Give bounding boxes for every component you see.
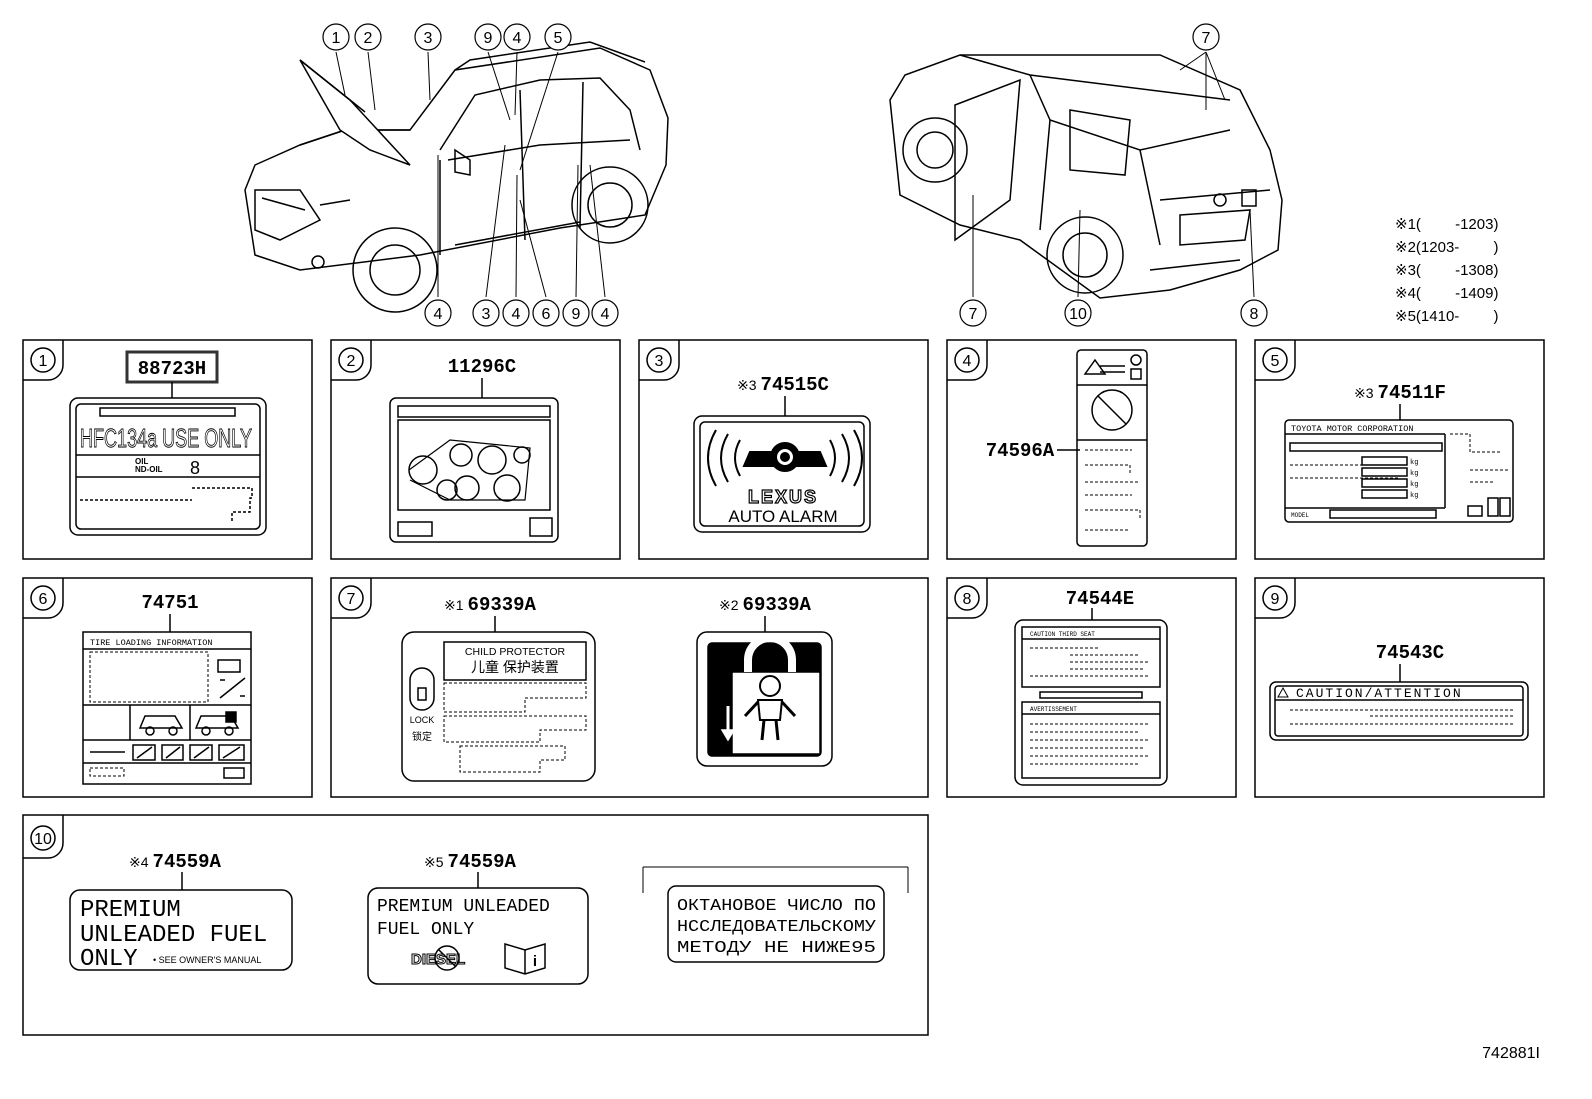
- svg-text:DIESEL: DIESEL: [411, 951, 465, 968]
- svg-text:CAUTION THIRD SEAT: CAUTION THIRD SEAT: [1030, 631, 1095, 638]
- svg-text:AUTO ALARM: AUTO ALARM: [728, 507, 837, 526]
- rear-vehicle-illustration: [889, 54, 1283, 299]
- part-code-74751: 74751: [141, 592, 198, 614]
- child-lock-icon: [707, 634, 822, 757]
- no-diesel-icon: DIESEL: [411, 945, 466, 971]
- svg-text:PREMIUM UNLEADED: PREMIUM UNLEADED: [377, 897, 550, 917]
- svg-text:8: 8: [963, 591, 972, 608]
- part-code-11296C: 11296C: [448, 356, 516, 378]
- svg-text:8: 8: [1250, 306, 1259, 323]
- svg-text:8: 8: [190, 458, 200, 478]
- svg-text:儿童 保护装置: 儿童 保护装置: [471, 659, 559, 675]
- svg-text:TOYOTA MOTOR CORPORATION: TOYOTA MOTOR CORPORATION: [1291, 424, 1413, 434]
- legend: ※1( -1203) ※2(1203- ) ※3( -1308) ※4( -14…: [1395, 216, 1498, 325]
- svg-text:CHILD PROTECTOR: CHILD PROTECTOR: [465, 646, 566, 658]
- panel-2: 2 11296C: [330, 339, 621, 560]
- svg-text:TIRE LOADING INFORMATION: TIRE LOADING INFORMATION: [90, 638, 212, 648]
- svg-text:НССЛЕДОВАТЕЛЬСКОМУ: НССЛЕДОВАТЕЛЬСКОМУ: [677, 918, 877, 937]
- svg-text:FUEL ONLY: FUEL ONLY: [377, 920, 474, 940]
- svg-text:※3( -1308): ※3( -1308): [1395, 262, 1498, 279]
- panel-4: 4 74596A: [946, 339, 1237, 560]
- svg-text:ОКТАНОВОЕ ЧИСЛО ПО: ОКТАНОВОЕ ЧИСЛО ПО: [677, 897, 876, 916]
- svg-text:9: 9: [1271, 591, 1280, 608]
- svg-text:CAUTION/ATTENTION: CAUTION/ATTENTION: [1296, 686, 1463, 701]
- svg-text:5: 5: [554, 30, 563, 47]
- svg-text:HFC134a USE ONLY: HFC134a USE ONLY: [80, 423, 252, 453]
- svg-text:AVERTISSEMENT: AVERTISSEMENT: [1030, 706, 1077, 713]
- front-vehicle-illustration: [244, 41, 669, 313]
- svg-text:kg: kg: [1410, 459, 1418, 467]
- part-code-88723H: 88723H: [138, 358, 206, 380]
- svg-text:• SEE OWNER'S MANUAL: • SEE OWNER'S MANUAL: [153, 955, 261, 965]
- svg-text:3: 3: [482, 306, 491, 323]
- svg-text:9: 9: [484, 30, 493, 47]
- part-code-74544E: 74544E: [1066, 588, 1134, 610]
- svg-text:10: 10: [34, 831, 52, 848]
- svg-text:锁定: 锁定: [412, 730, 432, 743]
- panel-6: 6 74751 TIRE LOADING INFORMATION: [22, 577, 313, 798]
- svg-text:PREMIUM: PREMIUM: [80, 897, 181, 924]
- svg-text:5: 5: [1271, 353, 1280, 370]
- diagram-id: 742881I: [1482, 1045, 1540, 1062]
- svg-text:2: 2: [364, 30, 373, 47]
- svg-text:3: 3: [655, 353, 664, 370]
- panel-1: 1 88723H HFC134a USE ONLY OIL ND-OIL 8: [22, 339, 313, 560]
- svg-text:4: 4: [601, 306, 610, 323]
- svg-text:※5(1410- ): ※5(1410- ): [1395, 308, 1498, 325]
- svg-text:3: 3: [424, 30, 433, 47]
- part-code-74596A: 74596A: [986, 440, 1055, 462]
- svg-text:※2(1203- ): ※2(1203- ): [1395, 239, 1498, 256]
- svg-text:7: 7: [969, 306, 978, 323]
- svg-text:LOCK: LOCK: [410, 715, 435, 725]
- panel-9: 9 74543C CAUTION/ATTENTION: [1254, 577, 1545, 798]
- svg-text:i: i: [533, 953, 537, 970]
- svg-text:ND-OIL: ND-OIL: [135, 465, 163, 474]
- svg-text:1: 1: [332, 30, 341, 47]
- svg-text:4: 4: [513, 30, 522, 47]
- svg-text:6: 6: [542, 306, 551, 323]
- svg-text:4: 4: [434, 306, 443, 323]
- callout-markers: 1 2 3 9 4 5 4 3 4 6 9 4 7 7 10 8: [322, 23, 1268, 327]
- svg-text:MODEL: MODEL: [1291, 512, 1309, 519]
- alarm-icon: [707, 429, 863, 487]
- svg-text:7: 7: [1202, 30, 1211, 47]
- manual-book-icon: i: [504, 942, 546, 975]
- svg-text:LEXUS: LEXUS: [748, 487, 818, 507]
- svg-text:7: 7: [347, 591, 356, 608]
- svg-text:UNLEADED FUEL: UNLEADED FUEL: [80, 922, 267, 949]
- vehicle-load-icon: [138, 711, 240, 736]
- prohibition-icon: [1091, 389, 1133, 431]
- svg-text:※4( -1409): ※4( -1409): [1395, 285, 1498, 302]
- svg-text:6: 6: [39, 591, 48, 608]
- svg-text:10: 10: [1069, 306, 1087, 323]
- svg-text:kg: kg: [1410, 481, 1418, 489]
- svg-text:OIL: OIL: [135, 457, 148, 466]
- svg-text:МЕТОДУ НЕ НИЖЕ95: МЕТОДУ НЕ НИЖЕ95: [677, 939, 876, 958]
- svg-text:ONLY: ONLY: [80, 946, 138, 973]
- svg-text:※1( -1203): ※1( -1203): [1395, 216, 1498, 233]
- callout-leaders: [335, 51, 1255, 298]
- svg-text:4: 4: [512, 306, 521, 323]
- part-code-74543C: 74543C: [1376, 642, 1444, 664]
- svg-text:1: 1: [39, 353, 48, 370]
- panel-8: 8 74544E CAUTION THIRD SEAT AVERTISSEMEN…: [946, 577, 1237, 798]
- svg-text:kg: kg: [1410, 492, 1418, 500]
- svg-text:9: 9: [572, 306, 581, 323]
- svg-text:2: 2: [347, 353, 356, 370]
- svg-text:4: 4: [963, 353, 972, 370]
- svg-text:kg: kg: [1410, 470, 1418, 478]
